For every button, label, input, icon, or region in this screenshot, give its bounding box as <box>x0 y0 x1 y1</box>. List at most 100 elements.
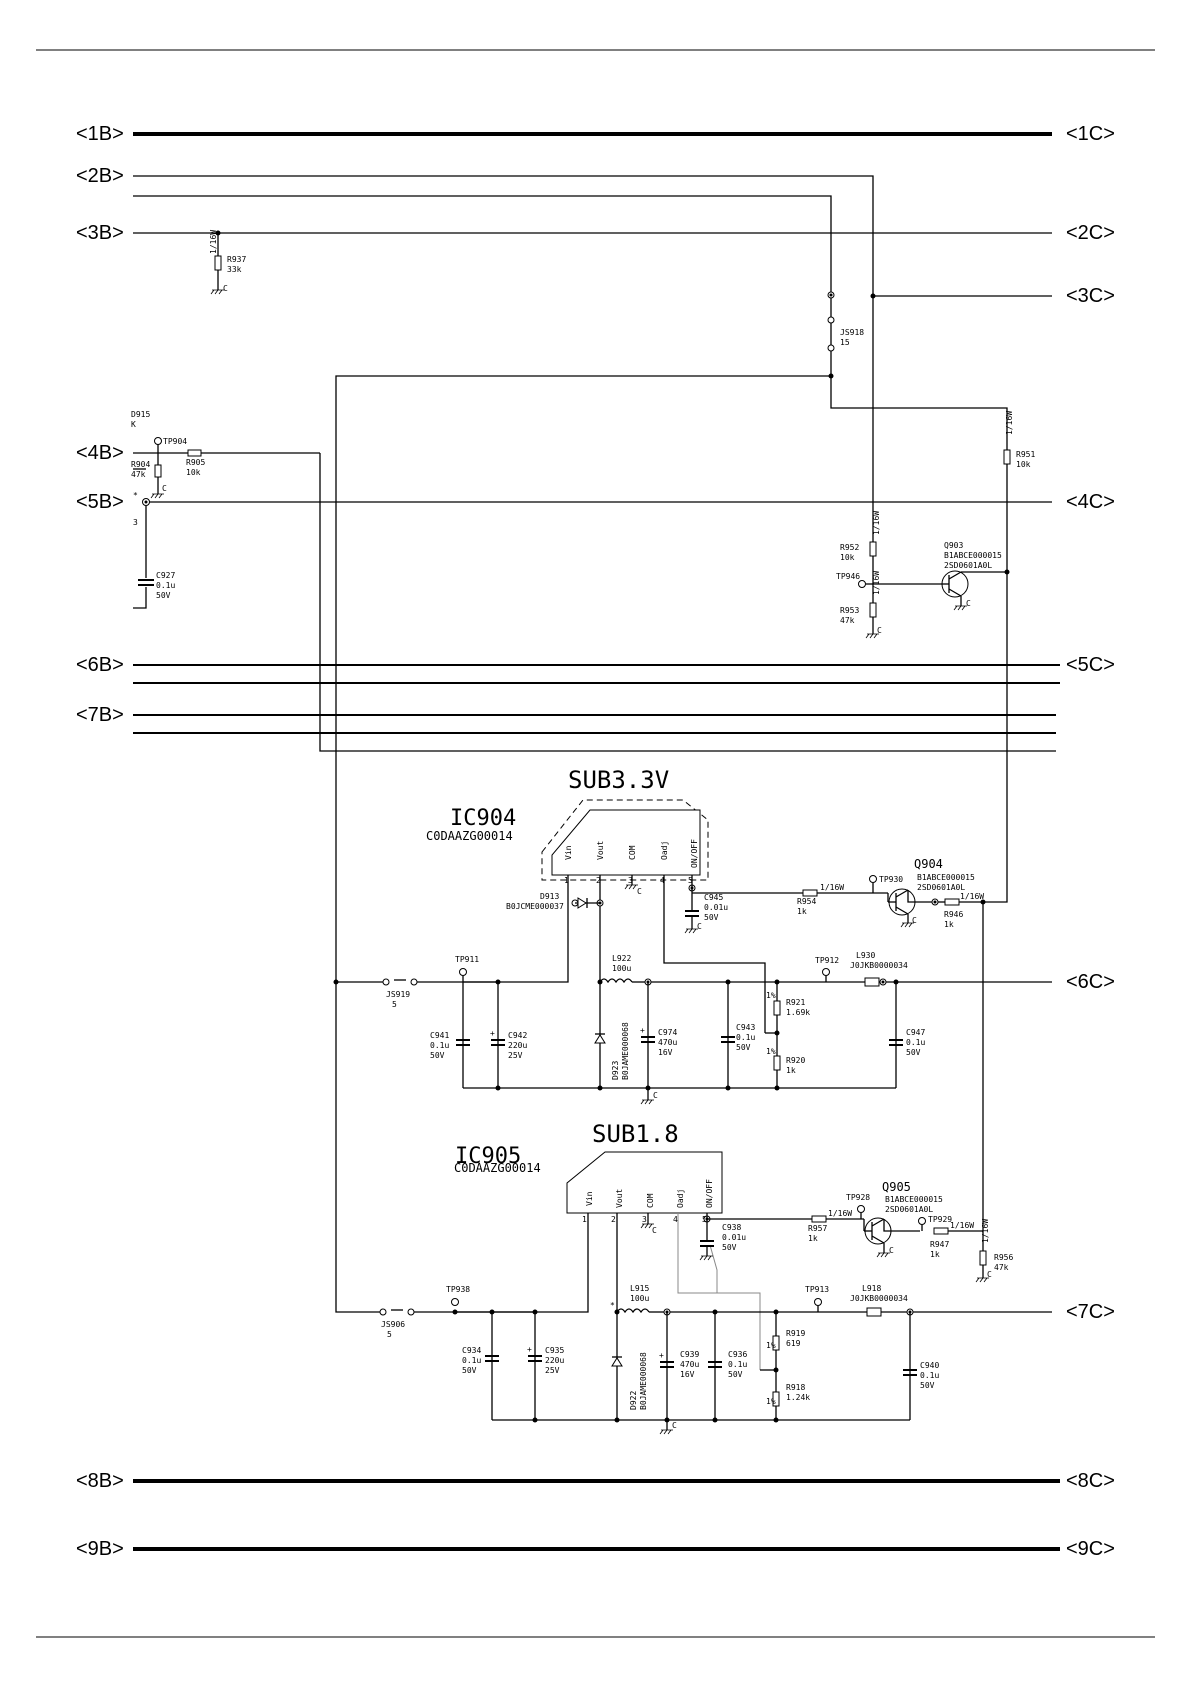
svg-text:C974: C974 <box>658 1028 677 1037</box>
svg-text:R957: R957 <box>808 1224 827 1233</box>
inductor-l922 <box>599 978 633 984</box>
resistor-r904 <box>154 464 162 478</box>
svg-text:TP913: TP913 <box>805 1285 829 1294</box>
svg-text:TP929: TP929 <box>928 1215 952 1224</box>
svg-text:1/16W: 1/16W <box>981 1219 990 1243</box>
resistor-r946 <box>944 898 960 906</box>
sub33-output: JS919 5 TP911 C941 0.1u 50V + C942 220u … <box>336 951 1052 1105</box>
svg-text:C: C <box>672 1421 677 1430</box>
svg-text:R946: R946 <box>944 910 963 919</box>
svg-text:5: 5 <box>688 876 693 885</box>
svg-text:0.1u: 0.1u <box>736 1033 755 1042</box>
svg-text:0.1u: 0.1u <box>430 1041 449 1050</box>
svg-text:25V: 25V <box>508 1051 523 1060</box>
svg-text:B0JCME000037: B0JCME000037 <box>506 902 564 911</box>
net-vin <box>335 375 831 1313</box>
svg-text:C927: C927 <box>156 571 175 580</box>
svg-text:5: 5 <box>387 1330 392 1339</box>
svg-text:619: 619 <box>786 1339 801 1348</box>
net-2b-aux <box>133 195 1008 450</box>
js918-group: JS918 15 <box>827 291 864 379</box>
svg-text:50V: 50V <box>728 1370 743 1379</box>
net-2b <box>133 175 874 555</box>
svg-text:R956: R956 <box>994 1253 1013 1262</box>
svg-text:220u: 220u <box>508 1041 527 1050</box>
regulator-sub18: SUB1.8 IC905 C0DAAZG00014 Vin Vout COM O… <box>454 1120 1013 1370</box>
svg-text:33k: 33k <box>227 265 242 274</box>
svg-text:1.24k: 1.24k <box>786 1393 810 1402</box>
inductor-l915 <box>616 1308 650 1314</box>
svg-text:B1ABCE000015: B1ABCE000015 <box>944 551 1002 560</box>
diode-d923 <box>594 1034 606 1044</box>
svg-text:Oadj: Oadj <box>660 841 669 860</box>
svg-text:TP928: TP928 <box>846 1193 870 1202</box>
svg-text:50V: 50V <box>462 1366 477 1375</box>
svg-text:0.1u: 0.1u <box>462 1356 481 1365</box>
svg-text:1/16W: 1/16W <box>872 511 881 535</box>
svg-text:10k: 10k <box>1016 460 1031 469</box>
svg-text:L915: L915 <box>630 1284 649 1293</box>
svg-text:Vout: Vout <box>596 841 605 860</box>
svg-text:16V: 16V <box>680 1370 695 1379</box>
svg-text:C934: C934 <box>462 1346 481 1355</box>
svg-text:JS918: JS918 <box>840 328 864 337</box>
resistor-r905 <box>187 449 202 457</box>
filter-l918 <box>866 1307 882 1317</box>
svg-text:0.01u: 0.01u <box>722 1233 746 1242</box>
svg-text:C940: C940 <box>920 1361 939 1370</box>
svg-text:C935: C935 <box>545 1346 564 1355</box>
svg-text:47k: 47k <box>994 1263 1009 1272</box>
testpoint-tp913 <box>814 1298 822 1306</box>
svg-text:50V: 50V <box>736 1043 751 1052</box>
svg-text:100u: 100u <box>612 964 631 973</box>
port-2b: <2B> <box>76 165 124 187</box>
testpoint-tp946 <box>858 580 866 588</box>
port-6c: <6C> <box>1066 971 1115 993</box>
svg-text:Vout: Vout <box>615 1189 624 1208</box>
svg-text:1: 1 <box>582 1215 587 1224</box>
svg-text:JS919: JS919 <box>386 990 410 999</box>
svg-text:C: C <box>912 916 917 925</box>
svg-text:Q905: Q905 <box>882 1180 911 1194</box>
svg-text:1/16W: 1/16W <box>820 883 844 892</box>
port-2c: <2C> <box>1066 222 1115 244</box>
svg-text:1k: 1k <box>797 907 807 916</box>
svg-text:Vin: Vin <box>564 845 573 860</box>
svg-text:R951: R951 <box>1016 450 1035 459</box>
svg-text:TP904: TP904 <box>163 437 187 446</box>
q903-group: R952 10k TP946 R953 47k C C Q903 B1ABCE0… <box>836 541 1010 639</box>
svg-text:R904: R904 <box>131 460 150 469</box>
ic904-body <box>551 809 701 876</box>
testpoint-tp929 <box>918 1217 926 1225</box>
svg-text:R920: R920 <box>786 1056 805 1065</box>
svg-text:C: C <box>162 484 167 493</box>
svg-text:R921: R921 <box>786 998 805 1007</box>
svg-text:C: C <box>223 284 228 293</box>
svg-text:C947: C947 <box>906 1028 925 1037</box>
svg-text:C0DAAZG00014: C0DAAZG00014 <box>426 829 513 843</box>
svg-text:R937: R937 <box>227 255 246 264</box>
svg-text:10k: 10k <box>840 553 855 562</box>
resistor-r956 <box>979 1250 987 1266</box>
port-7c: <7C> <box>1066 1301 1115 1323</box>
svg-text:L922: L922 <box>612 954 631 963</box>
svg-text:1k: 1k <box>808 1234 818 1243</box>
svg-text:3: 3 <box>642 1215 647 1224</box>
sub33-title: SUB3.3V <box>568 766 669 794</box>
svg-text:D923: D923 <box>611 1061 620 1080</box>
svg-text:C941: C941 <box>430 1031 449 1040</box>
svg-text:+: + <box>640 1026 645 1035</box>
r937-group: R937 33k 1/16W C <box>209 230 246 295</box>
svg-text:J0JKB0000034: J0JKB0000034 <box>850 961 908 970</box>
svg-text:1k: 1k <box>786 1066 796 1075</box>
svg-text:0.1u: 0.1u <box>906 1038 925 1047</box>
sub33-dashed-outline <box>541 799 709 881</box>
svg-text:ON/OFF: ON/OFF <box>690 839 699 868</box>
svg-text:C943: C943 <box>736 1023 755 1032</box>
svg-text:*: * <box>610 1301 615 1310</box>
svg-text:D913: D913 <box>540 892 559 901</box>
svg-text:B0JAME000068: B0JAME000068 <box>639 1352 648 1410</box>
resistor-r947 <box>933 1227 949 1235</box>
svg-text:0.1u: 0.1u <box>920 1371 939 1380</box>
svg-text:B0JAME000068: B0JAME000068 <box>621 1022 630 1080</box>
